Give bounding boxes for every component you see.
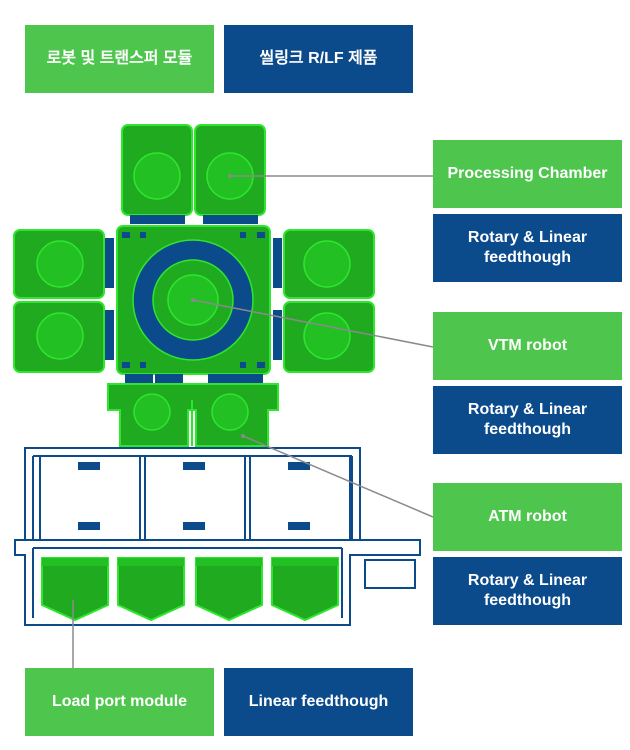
- load-port-3: [195, 557, 263, 622]
- callout-linear-feedthough: Linear feedthough: [224, 668, 413, 736]
- feedthrough-loadlock-left: [155, 374, 183, 383]
- load-port-2: [117, 557, 185, 622]
- load-port-4: [271, 557, 339, 622]
- feedthrough-loadlock-far-left: [125, 374, 153, 383]
- feedthrough-right-upper: [273, 238, 282, 288]
- leader-lines: [72, 175, 434, 668]
- callout-load-port-module: Load port module: [25, 668, 214, 736]
- feedthrough-right-lower: [273, 310, 282, 360]
- callout-rotary-linear-2-label: Rotary & Linear feedthough: [467, 401, 588, 438]
- callout-linear-feedthough-label: Linear feedthough: [248, 693, 389, 710]
- callout-processing-chamber: Processing Chamber: [433, 140, 622, 208]
- callout-atm-robot-label: ATM robot: [488, 508, 567, 525]
- callout-processing-chamber-label: Processing Chamber: [447, 165, 608, 182]
- callout-rotary-linear-2: Rotary & Linear feedthough: [433, 386, 622, 454]
- callout-vtm-robot-label: VTM robot: [487, 337, 568, 354]
- legend-rlf-product-label: 씰링크 R/LF 제품: [259, 50, 378, 67]
- legend-robot-module-label: 로봇 및 트랜스퍼 모듈: [46, 50, 193, 67]
- callout-atm-robot: ATM robot: [433, 483, 622, 551]
- processing-chamber-top-left: [121, 124, 193, 216]
- efem-feedthroughs: [78, 462, 310, 530]
- callout-rotary-linear-3-label: Rotary & Linear feedthough: [467, 572, 588, 609]
- processing-chamber-right-upper: [283, 229, 375, 299]
- load-port-1: [41, 557, 109, 622]
- callout-load-port-module-label: Load port module: [51, 693, 188, 710]
- processing-chamber-right-lower: [283, 301, 375, 373]
- feedthrough-loadlock-right: [208, 374, 263, 383]
- feedthrough-left-lower: [105, 310, 114, 360]
- load-lock: [107, 383, 279, 447]
- callout-rotary-linear-3: Rotary & Linear feedthough: [433, 557, 622, 625]
- processing-chamber-left-lower: [13, 301, 105, 373]
- processing-chamber-left-upper: [13, 229, 105, 299]
- processing-chamber-top-right: [194, 124, 266, 216]
- callout-rotary-linear-1-label: Rotary & Linear feedthough: [467, 229, 588, 266]
- legend-robot-module: 로봇 및 트랜스퍼 모듈: [25, 25, 214, 93]
- callout-rotary-linear-1: Rotary & Linear feedthough: [433, 214, 622, 282]
- legend-rlf-product: 씰링크 R/LF 제품: [224, 25, 413, 93]
- feedthrough-top-right: [203, 215, 258, 224]
- efem-frame: [14, 447, 421, 626]
- feedthrough-left-upper: [105, 238, 114, 288]
- feedthrough-top-left: [130, 215, 185, 224]
- callout-vtm-robot: VTM robot: [433, 312, 622, 380]
